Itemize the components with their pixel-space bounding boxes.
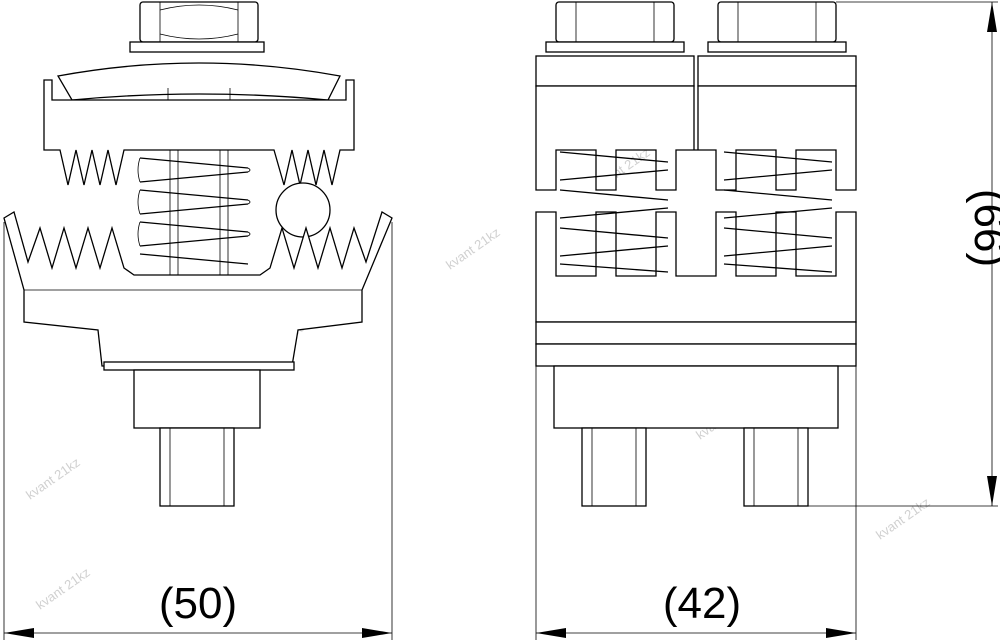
pressure-plate	[56, 62, 341, 101]
middle-plate	[535, 321, 857, 345]
upper-clamp	[43, 79, 355, 186]
hex-nut	[129, 1, 265, 53]
top-plate	[697, 55, 857, 87]
watermark: kvant 21kz	[873, 495, 933, 543]
knurl	[103, 361, 295, 371]
watermark: kvant 21kz	[443, 225, 503, 273]
upper-comb	[535, 85, 857, 191]
dimension-width-side: (42)	[535, 344, 857, 640]
threaded-stud	[743, 427, 809, 507]
watermark: kvant 21kz	[33, 565, 93, 613]
front-view: (50)	[3, 1, 393, 640]
watermark: kvant 21kz	[23, 455, 83, 503]
spring	[723, 151, 833, 273]
dimension-width-front: (50)	[3, 222, 393, 640]
threaded-stud	[159, 427, 235, 507]
middle-plate	[535, 343, 857, 367]
spring	[137, 149, 251, 276]
spring	[559, 151, 669, 273]
dimension-label: (66)	[965, 189, 1000, 267]
conductor	[275, 182, 331, 238]
lower-clamp	[3, 211, 393, 367]
hex-nut	[707, 1, 847, 53]
threaded-stud	[581, 427, 647, 507]
lower-comb	[535, 211, 857, 323]
dimension-height: (66)	[808, 1, 1000, 507]
base-block	[553, 365, 839, 429]
hex-nut	[545, 1, 685, 53]
side-view: (42) (66)	[535, 1, 1000, 640]
dimension-label: (50)	[159, 579, 237, 628]
dimension-label: (42)	[663, 579, 741, 628]
top-plate	[535, 55, 695, 87]
base-block	[133, 369, 261, 429]
